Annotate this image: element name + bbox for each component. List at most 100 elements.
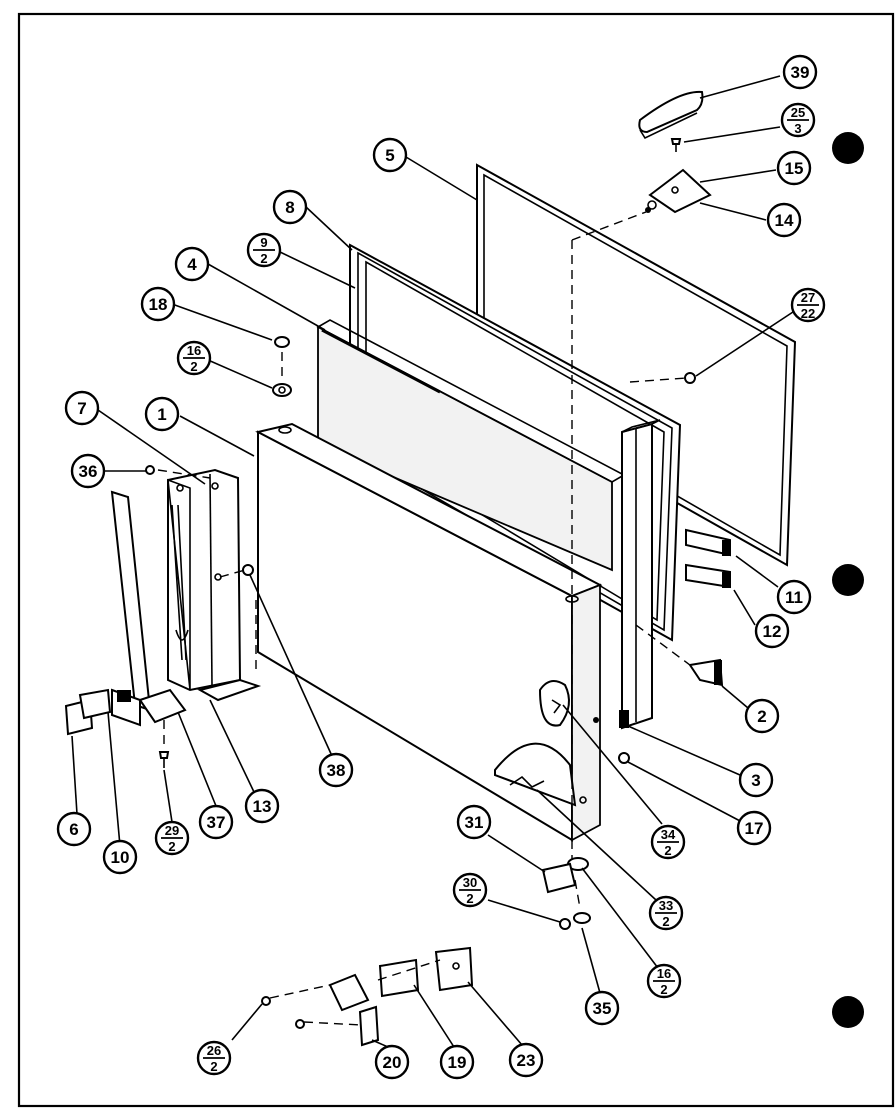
label-circle (584, 990, 620, 1026)
label-33-2: 332 (648, 895, 684, 931)
label-35: 35 (584, 990, 620, 1026)
part-hinge-cover (638, 90, 704, 140)
label-39: 39 (782, 54, 818, 90)
label-numerator: 16 (187, 343, 201, 358)
label-16-2-top: 162 (176, 340, 212, 376)
label-29-2: 292 (154, 820, 190, 856)
label-denominator: 2 (662, 914, 669, 929)
label-circle (272, 189, 308, 225)
part-bracket-small (688, 658, 724, 687)
label-37: 37 (198, 804, 234, 840)
label-numerator: 16 (657, 966, 671, 981)
label-circle (766, 202, 802, 238)
part-hinge-cutaway-upper (538, 680, 570, 727)
label-text: 7 (77, 399, 86, 418)
label-circle (456, 804, 492, 840)
label-text: 39 (791, 63, 810, 82)
label-numerator: 26 (207, 1043, 221, 1058)
label-text: 1 (157, 405, 166, 424)
alignment-lines (157, 211, 691, 1026)
label-text: 23 (517, 1051, 536, 1070)
part-right-trim-channel (619, 419, 661, 730)
label-text: 15 (785, 159, 804, 178)
label-11: 11 (776, 579, 812, 615)
label-text: 3 (751, 771, 760, 790)
label-circle (736, 810, 772, 846)
fasteners (145, 138, 696, 1029)
label-18: 18 (140, 286, 176, 322)
label-circle (744, 698, 780, 734)
label-31: 31 (456, 804, 492, 840)
label-38: 38 (318, 752, 354, 788)
label-12: 12 (754, 613, 790, 649)
label-text: 20 (383, 1053, 402, 1072)
label-circle (776, 579, 812, 615)
label-numerator: 27 (801, 290, 815, 305)
label-circle (754, 613, 790, 649)
part-outer-door-panel (255, 422, 603, 842)
label-10: 10 (102, 839, 138, 875)
label-circle (144, 396, 180, 432)
label-text: 12 (763, 622, 782, 641)
label-text: 13 (253, 797, 272, 816)
label-circle (318, 752, 354, 788)
label-15: 15 (776, 150, 812, 186)
label-26-2: 262 (196, 1040, 232, 1076)
label-denominator: 2 (664, 843, 671, 858)
page-border (17, 12, 895, 1108)
label-1: 1 (144, 396, 180, 432)
label-circle (102, 839, 138, 875)
part-shelf-bracket-lower (685, 563, 731, 589)
label-7: 7 (64, 390, 100, 426)
label-text: 10 (111, 848, 130, 867)
label-19: 19 (439, 1044, 475, 1080)
label-4: 4 (174, 246, 210, 282)
label-circle (439, 1044, 475, 1080)
label-text: 36 (79, 462, 98, 481)
label-17: 17 (736, 810, 772, 846)
part-clip (64, 688, 112, 736)
label-text: 2 (757, 707, 766, 726)
label-16-2-bottom: 162 (646, 963, 682, 999)
label-circle (174, 246, 210, 282)
label-36: 36 (70, 453, 106, 489)
label-circle (64, 390, 100, 426)
label-25-3: 253 (780, 102, 816, 138)
label-circle (140, 286, 176, 322)
label-numerator: 9 (260, 235, 267, 250)
label-denominator: 2 (168, 839, 175, 854)
label-circle (198, 804, 234, 840)
label-text: 19 (448, 1053, 467, 1072)
label-text: 5 (385, 146, 394, 165)
label-circle (244, 788, 280, 824)
label-denominator: 2 (660, 982, 667, 997)
part-door-handle (110, 490, 187, 727)
label-circle (508, 1042, 544, 1078)
label-text: 4 (187, 255, 197, 274)
label-text: 6 (69, 820, 78, 839)
part-shelf-bracket-upper (685, 528, 731, 557)
part-inner-door-panel (316, 319, 626, 572)
label-5: 5 (372, 137, 408, 173)
label-text: 31 (465, 813, 484, 832)
label-circle (374, 1044, 410, 1080)
part-hinge-cutaway-lower (494, 742, 577, 807)
label-30-2: 302 (452, 872, 488, 908)
label-circle (776, 150, 812, 186)
label-circle (70, 453, 106, 489)
part-top-hinge-plate (645, 168, 712, 214)
punch-hole-top (832, 132, 864, 164)
label-denominator: 2 (210, 1059, 217, 1074)
label-14: 14 (766, 202, 802, 238)
punch-hole-middle (832, 564, 864, 596)
label-text: 8 (285, 198, 294, 217)
label-denominator: 22 (801, 306, 815, 321)
label-circle (738, 762, 774, 798)
part-bottom-hinge-plate (541, 862, 577, 894)
part-bottom-hinge-assembly (328, 946, 474, 1047)
label-6: 6 (56, 811, 92, 847)
